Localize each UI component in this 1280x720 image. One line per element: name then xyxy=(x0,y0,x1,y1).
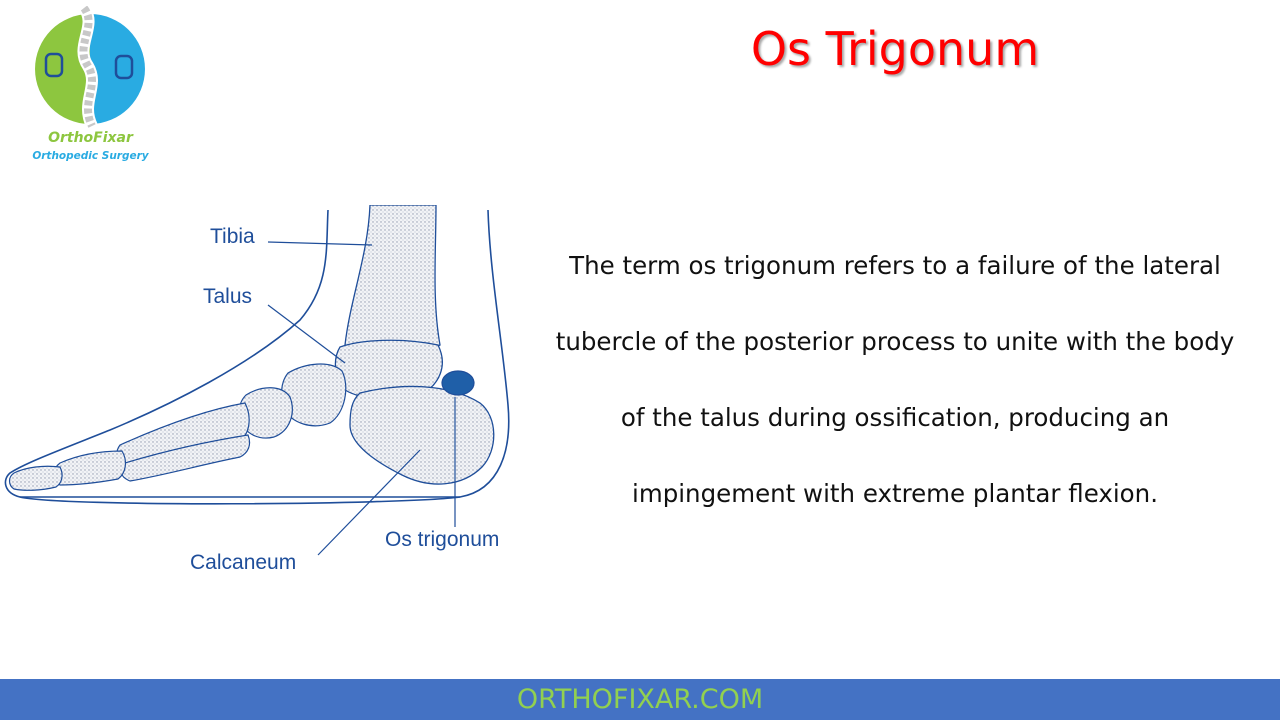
tarsal-bones xyxy=(238,363,347,439)
tibia-bone xyxy=(344,204,441,354)
logo-brand-name: OrthoFixar xyxy=(48,130,133,146)
description-line: of the talus during ossification, produc… xyxy=(620,403,1170,432)
calcaneum-label: Calcaneum xyxy=(190,551,296,574)
calcaneum-leader-line xyxy=(317,449,421,556)
talus-label: Talus xyxy=(203,285,252,308)
footer-website-text[interactable]: ORTHOFIXAR.COM xyxy=(516,684,764,715)
calcaneum-bone xyxy=(349,385,495,485)
footer-bar: ORTHOFIXAR.COM xyxy=(0,679,1280,720)
talus-leader-line xyxy=(267,304,346,364)
logo-brand-subtitle: Orthopedic Surgery xyxy=(32,150,149,162)
page-title: Os Trigonum xyxy=(750,22,1040,76)
skin-outline xyxy=(4,209,510,505)
foot-diagram: Tibia Talus Calcaneum Os trigonum xyxy=(0,204,525,585)
os-trigonum-label: Os trigonum xyxy=(385,528,499,551)
description-line: The term os trigonum refers to a failure… xyxy=(569,251,1221,280)
tibia-leader-line xyxy=(267,241,373,246)
os-trigonum-ossicle xyxy=(441,370,475,396)
description-line: tubercle of the posterior process to uni… xyxy=(555,327,1235,356)
description-line: impingement with extreme plantar flexion… xyxy=(632,479,1158,508)
description-text: The term os trigonum refers to a failure… xyxy=(530,228,1260,532)
metatarsal-bones xyxy=(116,402,251,482)
orthofixar-logo: OrthoFixar Orthopedic Surgery xyxy=(28,4,153,166)
tibia-label: Tibia xyxy=(210,225,255,248)
toe-phalanges xyxy=(8,450,127,491)
spine-logo-icon xyxy=(35,4,145,129)
